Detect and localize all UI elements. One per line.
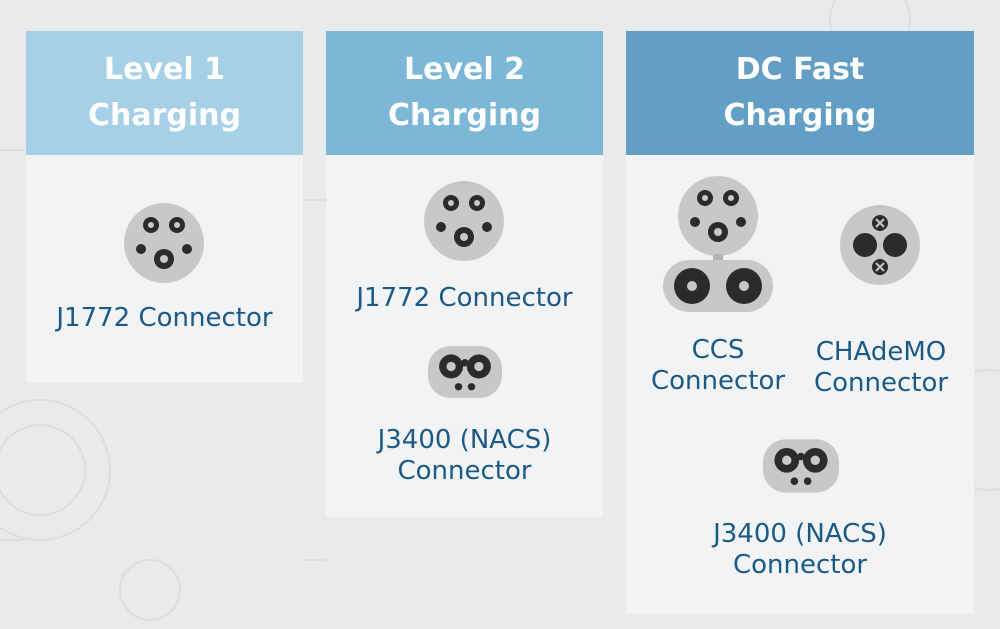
connector-label: J3400 (NACS) Connector	[377, 425, 552, 486]
connector-label: J3400 (NACS) Connector	[713, 519, 887, 580]
level-2-title-line1: Level 2	[404, 52, 525, 87]
connector-label: CHAdeMO Connector	[813, 337, 949, 398]
level-1-card: Level 1 Charging J1772 Connector	[26, 31, 303, 383]
dc-fast-title-line1: DC Fast	[735, 52, 865, 87]
connector-label: J1772 Connector	[56, 303, 273, 333]
level-2-title-line2: Charging	[387, 98, 541, 133]
ccs-icon	[663, 176, 773, 312]
nacs-icon	[763, 439, 839, 493]
dc-fast-card: DC Fast Charging CCS Connector CHAdeMO C…	[626, 31, 974, 614]
level-2-header: Level 2 Charging	[326, 31, 603, 155]
connector-label: CCS Connector	[650, 335, 786, 396]
level-2-card: Level 2 Charging J1772 Connector J3400 (…	[326, 31, 603, 517]
dc-fast-title-line2: Charging	[723, 98, 877, 133]
level-1-title-line1: Level 1	[104, 52, 225, 87]
level-1-title-line2: Charging	[87, 98, 241, 133]
dc-fast-header: DC Fast Charging	[626, 31, 974, 155]
connector-label: J1772 Connector	[356, 283, 573, 313]
level-1-header: Level 1 Charging	[26, 31, 303, 155]
j1772-icon	[424, 181, 504, 261]
nacs-icon	[428, 346, 502, 398]
chademo-icon	[840, 205, 920, 285]
j1772-icon	[124, 203, 204, 283]
